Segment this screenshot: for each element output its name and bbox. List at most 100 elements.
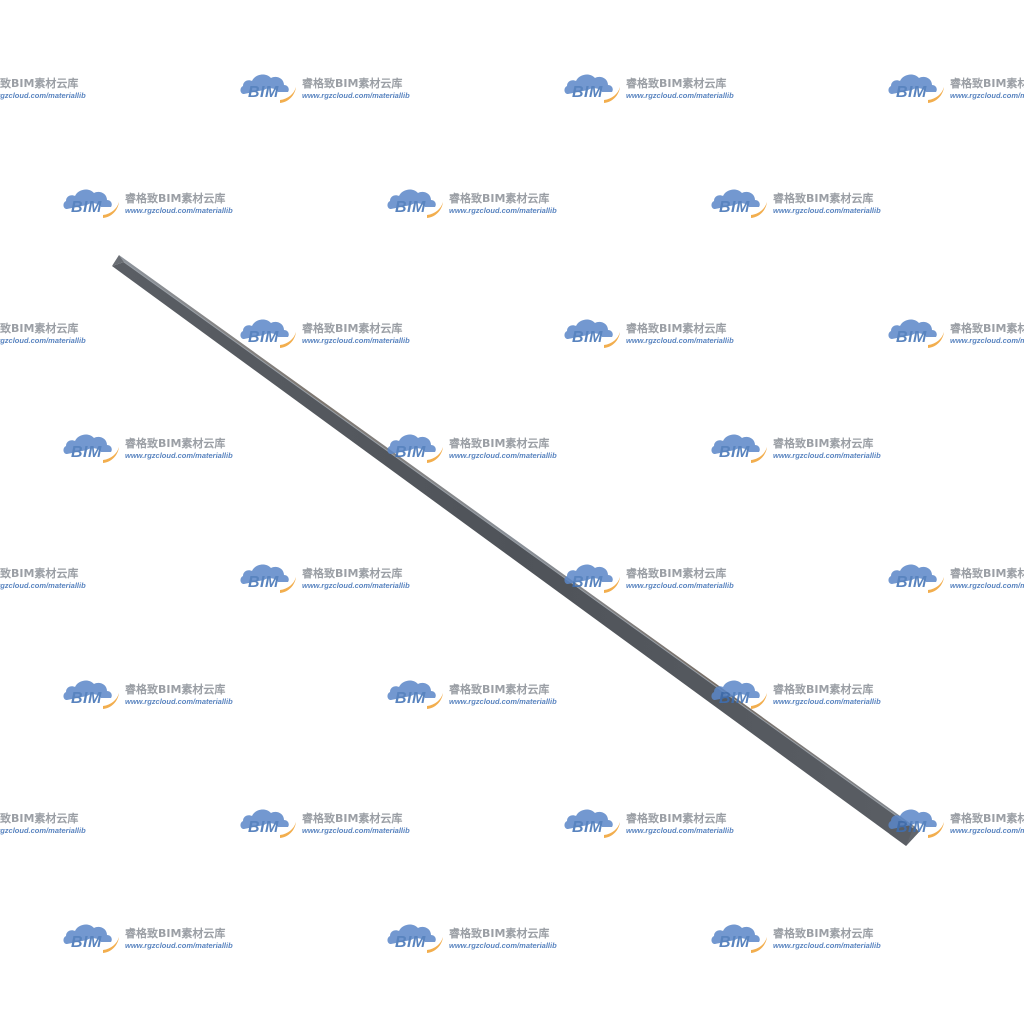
bar-end-right xyxy=(906,826,919,846)
watermark-logo-text: BIM xyxy=(248,84,279,101)
watermark: BIM 睿格致BIM素材云库www.rgzcloud.com/materialli… xyxy=(886,315,1024,351)
watermark-logo-text: BIM xyxy=(395,444,426,461)
watermark-url: www.rgzcloud.com/materiallib xyxy=(302,336,410,345)
watermark: BIM睿格致BIM素材云库www.rgzcloud.com/materialli… xyxy=(0,560,104,596)
cloud-icon xyxy=(711,924,767,953)
watermark-title: 睿格致BIM素材云库 xyxy=(626,322,727,335)
bar-lower-flange xyxy=(112,262,919,846)
watermark-logo-text: BIM xyxy=(572,84,603,101)
watermark-url: www.rgzcloud.com/materiallib xyxy=(626,581,734,590)
watermark-url: www.rgzcloud.com/materiallib xyxy=(125,697,233,706)
cloud-icon xyxy=(888,319,944,348)
watermark-title: 睿格致BIM素材云库 xyxy=(125,927,226,940)
cloud-icon xyxy=(711,680,767,709)
watermark: BIM睿格致BIM素材云库www.rgzcloud.com/materialli… xyxy=(0,315,104,351)
cloud-icon xyxy=(387,680,443,709)
watermark-logo-text: BIM xyxy=(719,444,750,461)
watermark-url: www.rgzcloud.com/materiallib xyxy=(449,206,557,215)
watermark-logo-text: BIM xyxy=(572,819,603,836)
watermark-url: www.rgzcloud.com/materiallib xyxy=(950,336,1024,345)
watermark-title: 睿格致BIM素材云库 xyxy=(773,192,874,205)
watermark-logo-text: BIM xyxy=(719,934,750,951)
watermark-title: 睿格致BIM素材云库 xyxy=(302,567,403,580)
watermark-title: 睿格致BIM素材云库 xyxy=(950,812,1024,825)
watermark-url: www.rgzcloud.com/materiallib xyxy=(0,91,86,100)
watermark-title: 睿格致BIM素材云库 xyxy=(125,437,226,450)
watermark-title: 睿格致BIM素材云库 xyxy=(626,812,727,825)
watermark: BIM睿格致BIM素材云库www.rgzcloud.com/materialli… xyxy=(0,70,104,106)
watermark-logo-text: BIM xyxy=(248,819,279,836)
watermark-url: www.rgzcloud.com/materiallib xyxy=(302,91,410,100)
cloud-icon xyxy=(240,809,296,838)
watermark-url: www.rgzcloud.com/materiallib xyxy=(449,697,557,706)
watermark-logo-text: BIM xyxy=(71,934,102,951)
watermark-url: www.rgzcloud.com/materiallib xyxy=(626,826,734,835)
watermark-logo-text: BIM xyxy=(572,329,603,346)
watermark-title: 睿格致BIM素材云库 xyxy=(0,812,79,825)
watermark-title: 睿格致BIM素材云库 xyxy=(0,77,79,90)
watermark-url: www.rgzcloud.com/materiallib xyxy=(125,941,233,950)
watermark-url: www.rgzcloud.com/materiallib xyxy=(302,826,410,835)
watermark-title: 睿格致BIM素材云库 xyxy=(302,77,403,90)
watermark-title: 睿格致BIM素材云库 xyxy=(0,567,79,580)
watermark-logo-text: BIM xyxy=(395,690,426,707)
watermark-title: 睿格致BIM素材云库 xyxy=(125,683,226,696)
watermark-url: www.rgzcloud.com/materiallib xyxy=(0,336,86,345)
watermark-logo-text: BIM xyxy=(719,690,750,707)
watermark-url: www.rgzcloud.com/materiallib xyxy=(773,451,881,460)
cloud-icon xyxy=(564,74,620,103)
watermark-logo-text: BIM xyxy=(896,329,927,346)
cloud-icon xyxy=(63,680,119,709)
watermark-url: www.rgzcloud.com/materiallib xyxy=(0,581,86,590)
watermark-logo-text: BIM xyxy=(395,199,426,216)
cloud-icon xyxy=(711,434,767,463)
watermark-logo-text: BIM xyxy=(896,819,927,836)
watermark-url: www.rgzcloud.com/materiallib xyxy=(125,206,233,215)
watermark-title: 睿格致BIM素材云库 xyxy=(449,192,550,205)
watermark: BIM睿格致BIM素材云库www.rgzcloud.com/materialli… xyxy=(886,560,1024,596)
watermark-url: www.rgzcloud.com/materiallib xyxy=(302,581,410,590)
watermark-title: 睿格致BIM素材云库 xyxy=(950,322,1024,335)
cloud-icon xyxy=(387,924,443,953)
watermark-title: 睿格致BIM素材云库 xyxy=(950,567,1024,580)
watermark-title: 睿格致BIM素材云库 xyxy=(302,322,403,335)
cloud-icon xyxy=(63,924,119,953)
cloud-icon xyxy=(888,809,944,838)
watermark-logo-text: BIM xyxy=(71,444,102,461)
watermark-title: 睿格致BIM素材云库 xyxy=(950,77,1024,90)
cloud-icon xyxy=(240,564,296,593)
watermark-title: 睿格致BIM素材云库 xyxy=(773,437,874,450)
cloud-icon xyxy=(240,319,296,348)
watermark-url: www.rgzcloud.com/materiallib xyxy=(950,91,1024,100)
watermark-title: 睿格致BIM素材云库 xyxy=(302,812,403,825)
watermark-url: www.rgzcloud.com/materiallib xyxy=(626,336,734,345)
watermark-url: www.rgzcloud.com/materiallib xyxy=(950,826,1024,835)
watermark-title: 睿格致BIM素材云库 xyxy=(626,567,727,580)
watermark-title: 睿格致BIM素材云库 xyxy=(773,683,874,696)
watermark-logo-text: BIM xyxy=(248,329,279,346)
watermark-title: 睿格致BIM素材云库 xyxy=(0,322,79,335)
cloud-icon xyxy=(63,189,119,218)
cloud-icon xyxy=(888,564,944,593)
watermark-url: www.rgzcloud.com/materiallib xyxy=(449,451,557,460)
watermark-url: www.rgzcloud.com/materiallib xyxy=(773,697,881,706)
cloud-icon xyxy=(387,189,443,218)
